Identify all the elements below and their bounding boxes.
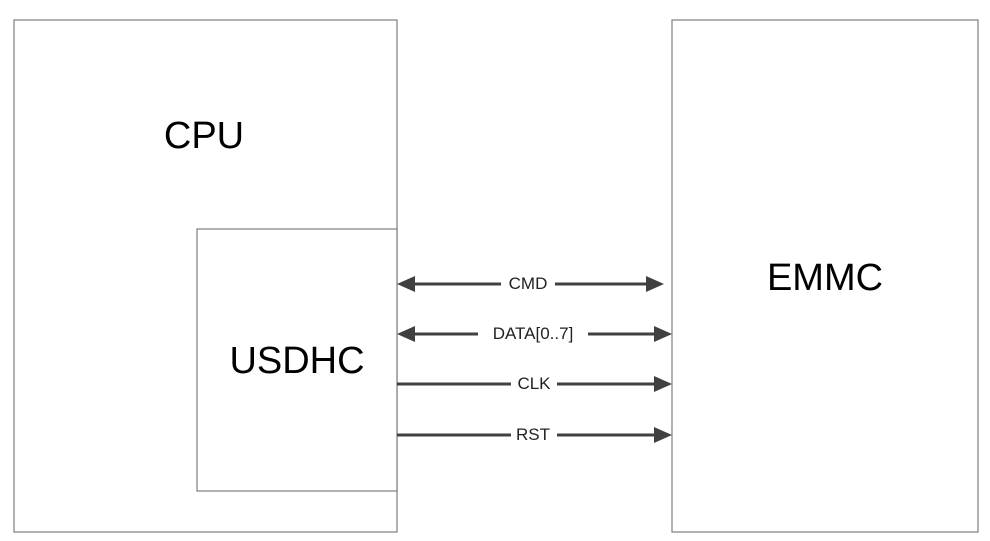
data-arrowhead-left xyxy=(397,326,415,342)
signal-data: DATA[0..7] xyxy=(397,322,672,344)
rst-arrowhead-right xyxy=(654,427,672,443)
signal-rst: RST xyxy=(397,423,672,445)
clk-arrowhead-right xyxy=(654,376,672,392)
emmc-block xyxy=(671,19,979,533)
signal-clk: CLK xyxy=(397,372,672,394)
cpu-label: CPU xyxy=(164,115,244,157)
signal-label-clk: CLK xyxy=(517,374,551,393)
signal-label-cmd: CMD xyxy=(509,274,548,293)
cmd-arrowhead-right xyxy=(646,276,664,292)
cmd-arrowhead-left xyxy=(397,276,415,292)
signal-cmd: CMD xyxy=(397,272,664,294)
data-arrowhead-right xyxy=(654,326,672,342)
usdhc-label: USDHC xyxy=(229,340,364,382)
signal-label-data: DATA[0..7] xyxy=(493,324,574,343)
usdhc-block xyxy=(196,228,398,492)
emmc-label: EMMC xyxy=(767,257,883,299)
signal-label-rst: RST xyxy=(516,425,550,444)
